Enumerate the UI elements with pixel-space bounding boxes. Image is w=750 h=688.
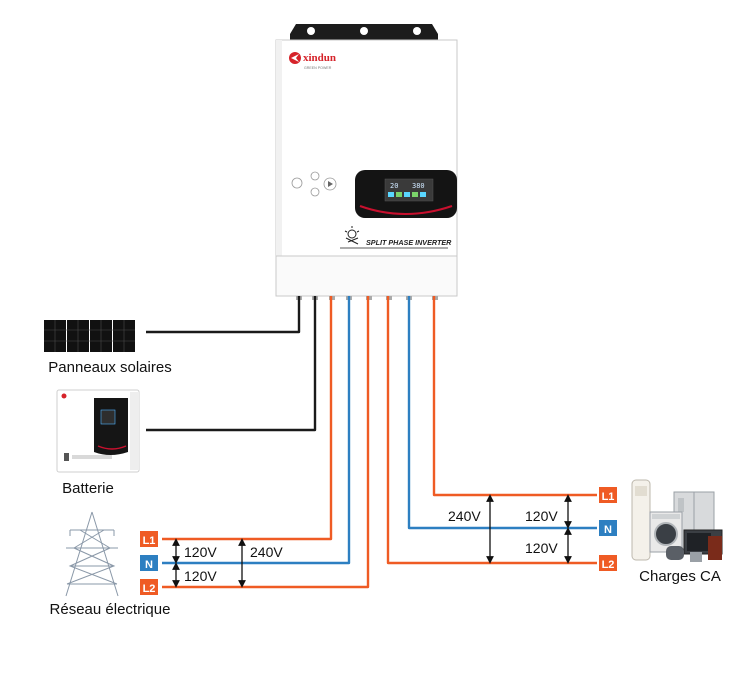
- wiring: [146, 296, 597, 589]
- button-left-icon[interactable]: [291, 177, 303, 189]
- wire-grid-l1: [162, 296, 333, 541]
- button-down-icon[interactable]: [310, 187, 320, 197]
- badge-grid-n: [140, 555, 158, 571]
- badge-grid-l1: [140, 531, 158, 547]
- grid-voltage-l1-n: 120V: [184, 544, 217, 560]
- loads-label: Charges CA: [639, 568, 721, 585]
- wire-load-n: [407, 296, 597, 530]
- badge-load-n-text: N: [604, 524, 612, 536]
- wire-grid-n: [162, 296, 351, 565]
- wire-load-l1: [432, 296, 597, 497]
- badge-grid-l1-text: L1: [143, 535, 156, 547]
- badge-grid-l2: [140, 579, 158, 595]
- solar-label: Panneaux solaires: [48, 359, 171, 376]
- battery: Batterie: [56, 389, 140, 497]
- grid: Réseau électrique: [50, 511, 171, 618]
- grid-voltage-arrows: [172, 538, 246, 588]
- model-label: SPLIT PHASE INVERTER: [340, 226, 452, 249]
- badge-load-l1-text: L1: [602, 491, 615, 503]
- grid-label: Réseau électrique: [50, 601, 171, 618]
- battery-unit-icon: [56, 389, 140, 473]
- grid-voltage-n-l2: 120V: [184, 568, 217, 584]
- lcd-reading-right: 380: [412, 182, 425, 190]
- lcd-reading-left: 20: [390, 182, 398, 190]
- appliances-icon: [631, 479, 723, 562]
- load-voltage-arrows: [486, 494, 572, 564]
- grid-terminal-badges: L1 N L2: [140, 531, 158, 595]
- display-panel: 20 380: [355, 170, 457, 218]
- model-name: SPLIT PHASE INVERTER: [366, 238, 452, 247]
- wire-battery: [146, 296, 317, 432]
- button-up-icon[interactable]: [310, 171, 320, 181]
- battery-label: Batterie: [62, 480, 114, 497]
- control-buttons: [291, 171, 337, 197]
- solar-panels: Panneaux solaires: [44, 320, 172, 376]
- load-terminal-badges: L1 N L2: [599, 487, 617, 571]
- badge-load-l2: [599, 555, 617, 571]
- xindun-logo: xindun GREEN POWER: [289, 52, 336, 70]
- speaker-icon: [708, 536, 722, 560]
- sun-icon: [344, 226, 360, 245]
- load-voltage-n-l2: 120V: [525, 540, 558, 556]
- wire-grid-l2: [162, 296, 370, 589]
- power-tower-icon: [65, 511, 119, 597]
- brand-name: xindun: [303, 52, 336, 64]
- badge-grid-n-text: N: [145, 559, 153, 571]
- wire-solar: [146, 296, 301, 334]
- badge-load-n: [599, 520, 617, 536]
- wire-load-l2: [386, 296, 597, 565]
- load-voltage-l1-l2: 240V: [448, 508, 481, 524]
- badge-load-l1: [599, 487, 617, 503]
- grid-voltage-l1-l2: 240V: [250, 544, 283, 560]
- solar-panel-icon: [44, 320, 135, 352]
- rice-cooker-icon: [666, 546, 684, 560]
- blender-icon: [690, 552, 702, 562]
- badge-grid-l2-text: L2: [143, 583, 156, 595]
- inverter-body: [275, 39, 458, 297]
- brand-subtitle: GREEN POWER: [304, 66, 332, 70]
- inverter: xindun GREEN POWER 20 380: [275, 24, 458, 300]
- load-voltage-l1-n: 120V: [525, 508, 558, 524]
- badge-load-l2-text: L2: [602, 559, 615, 571]
